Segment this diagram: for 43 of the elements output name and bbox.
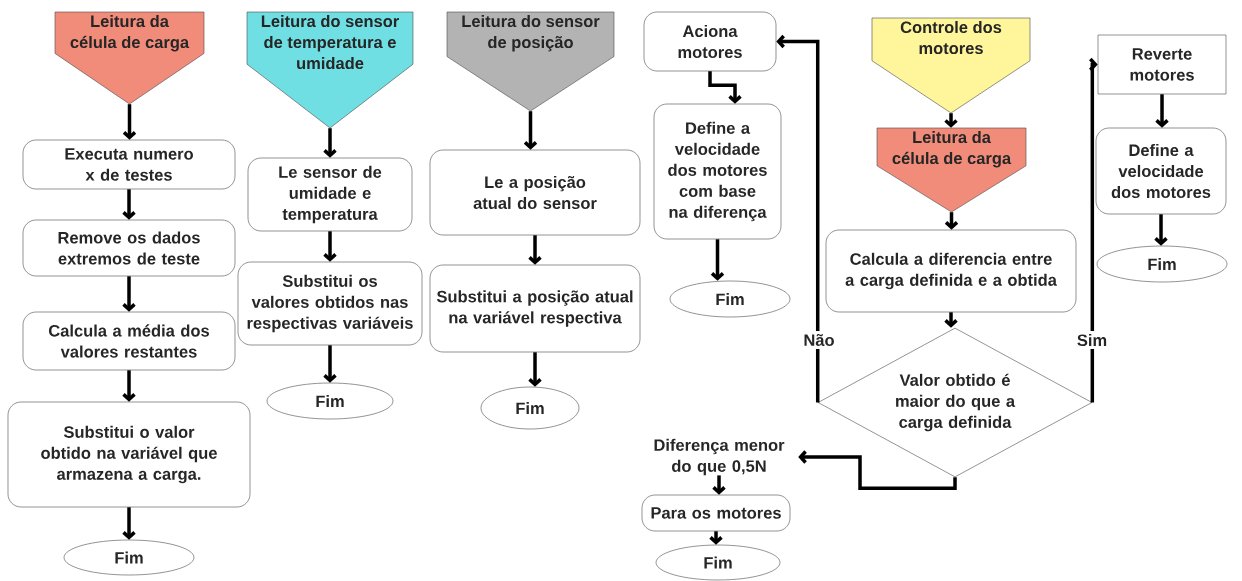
arrow: [528, 352, 542, 387]
process-box: Le sensor de umidade e temperatura: [247, 157, 413, 232]
process-box: Define a velocidade dos motores com base na diferença: [653, 103, 782, 240]
start-banner: Leitura da célula de carga: [876, 127, 1027, 213]
process-box: Remove os dados extremos de teste: [22, 219, 236, 277]
arrow: [523, 111, 538, 150]
start-banner: Leitura do sensor de posição: [446, 11, 615, 112]
arrow: [1154, 214, 1168, 246]
arrow: [1155, 94, 1169, 128]
arrow: [323, 345, 337, 383]
arrow: [122, 104, 137, 140]
arrow: [323, 231, 337, 262]
process-box: Substitui os valores obtidos nas respectivas variáveis: [237, 261, 423, 346]
process-box: Calcula a média dos valores restantes: [22, 311, 236, 371]
edge-label: Não: [800, 331, 838, 350]
arrow: [528, 235, 542, 265]
process-box: Le a posição atual do sensor: [429, 149, 641, 236]
condition-text: Diferença menor do que 0,5N: [654, 438, 785, 476]
process-box: Para os motores: [641, 494, 791, 532]
process-box: Calcula a diferencia entre a carga definida e a obtida: [825, 229, 1077, 313]
arrow: [712, 475, 726, 495]
process-box: Executa numero x de testes: [22, 139, 236, 190]
process-box: Define a velocidade dos motores: [1095, 127, 1227, 215]
arrow: [710, 239, 725, 281]
arrow: [776, 34, 820, 403]
arrow: [122, 276, 136, 312]
process-box: Reverte motores: [1097, 34, 1227, 95]
arrow: [122, 189, 136, 220]
start-banner: Leitura da célula de carga: [54, 11, 205, 105]
arrow: [122, 507, 136, 540]
start-banner: Controle dos motores: [871, 17, 1031, 114]
arrow: [708, 71, 742, 104]
edge-label: Sim: [1073, 330, 1111, 350]
arrow: [798, 450, 957, 491]
arrow: [944, 212, 959, 230]
arrow: [1089, 57, 1098, 403]
arrow: [323, 128, 337, 158]
arrow: [944, 312, 958, 328]
process-box: Aciona motores: [643, 11, 777, 72]
process-box: Substitui o valor obtido na variável que armazena a carga.: [7, 401, 251, 508]
start-banner: Leitura do sensor de temperatura e umidade: [246, 11, 414, 129]
process-box: Substitui a posição atual na variável respectiva: [429, 264, 641, 353]
arrow: [122, 370, 136, 402]
